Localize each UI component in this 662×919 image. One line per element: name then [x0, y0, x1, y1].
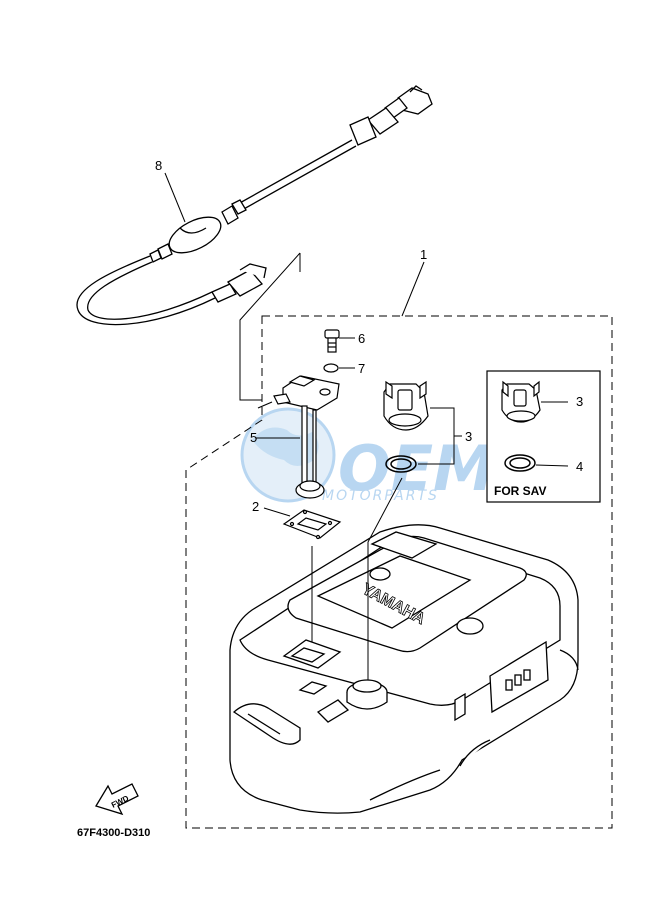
assembly-bracket: [239, 252, 301, 401]
callout-2: 2: [252, 499, 259, 514]
drawing-code: 67F4300-D310: [77, 827, 150, 839]
fuel-connector-bottom: [211, 263, 267, 303]
watermark-globe-icon: [240, 407, 336, 503]
fuel-connector-top: [349, 85, 433, 146]
gasket-4-main: [385, 455, 417, 473]
fuel-gauge-assembly: [256, 375, 340, 499]
callout-1: 1: [420, 247, 427, 262]
fuel-cap-3: [383, 380, 429, 431]
fuel-tank: YAMAHA: [229, 524, 579, 814]
primer-bulb: [149, 199, 247, 263]
bolt-6: [324, 329, 355, 353]
watermark-text: MOTORPARTS: [322, 488, 439, 504]
callout-8: 8: [155, 158, 162, 173]
watermark-logo: OEM: [338, 432, 495, 505]
fwd-arrow-icon: FWD: [95, 783, 139, 816]
fuel-hose-assembly: [76, 85, 433, 326]
gasket-2: [263, 507, 342, 540]
for-sav-label: FOR SAV: [494, 484, 546, 498]
for-sav-box: FOR SAV: [486, 370, 601, 503]
callout-5: 5: [250, 430, 257, 445]
tank-leaders: [311, 477, 403, 680]
callout-3b: 3: [576, 394, 583, 409]
leader-3a: [418, 407, 462, 465]
callout-4: 4: [576, 459, 583, 474]
callout-7: 7: [358, 361, 365, 376]
washer-7: [323, 363, 355, 373]
kit-boundary: [185, 315, 613, 829]
watermark: OEM MOTORPARTS: [240, 407, 495, 505]
callout-6: 6: [358, 331, 365, 346]
callout-3a: 3: [465, 429, 472, 444]
leader-1: [401, 261, 425, 317]
callouts: 1 2 3 3 4 5 6 7 8: [155, 158, 583, 514]
